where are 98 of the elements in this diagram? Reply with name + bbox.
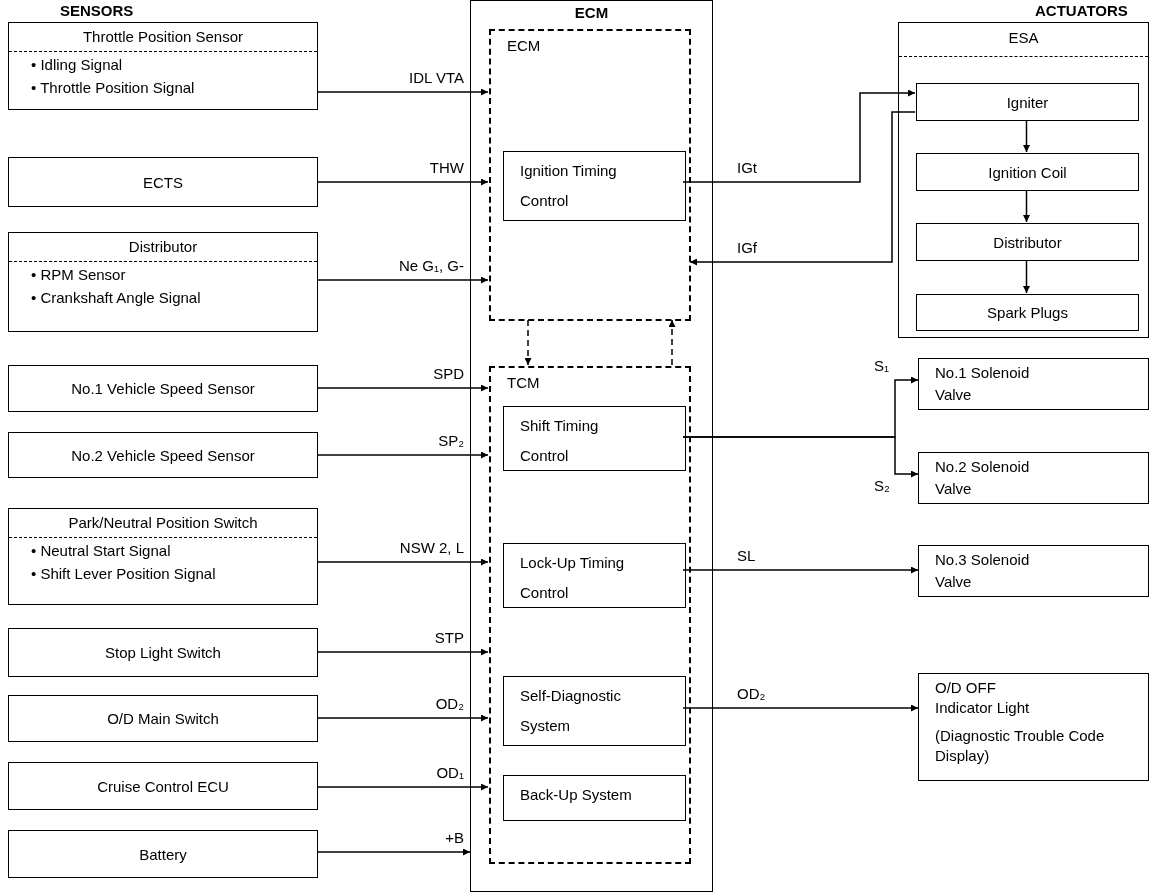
sensor-box [8, 695, 318, 742]
arrow [682, 436, 919, 478]
signal-label: IDL VTA [407, 70, 466, 86]
arrow [317, 88, 489, 96]
box-label: Self-Diagnostic System [519, 686, 622, 736]
group-title: TCM [507, 374, 540, 391]
arrow [317, 783, 489, 791]
arrow [317, 848, 471, 856]
box-title: Park/Neutral Position Switch [9, 509, 317, 538]
sensor-box [8, 830, 318, 878]
function-box [503, 775, 686, 821]
box-label: Spark Plugs [987, 304, 1068, 321]
box-label: No.1 Vehicle Speed Sensor [71, 380, 255, 397]
signal-label: THW [427, 160, 466, 176]
arrow [317, 276, 489, 284]
arrow [1023, 259, 1030, 294]
signal-label: IGf [735, 240, 759, 256]
component-box [916, 153, 1139, 191]
sensor-box [8, 22, 318, 110]
signal-label: OD₂ [433, 696, 466, 712]
box-label: (Diagnostic Trouble Code Display) [934, 726, 1105, 766]
box-title: ESA [899, 23, 1148, 57]
signal-label: SL [735, 548, 758, 564]
function-box [503, 406, 686, 471]
arrow [317, 648, 489, 656]
solenoid-box [918, 358, 1149, 410]
sensor-box [8, 432, 318, 478]
list-item: • RPM Sensor [30, 265, 127, 285]
module-frame [489, 29, 691, 321]
box-label: ECTS [143, 173, 183, 191]
list-item: • Idling Signal [30, 55, 124, 75]
arrow [1023, 119, 1030, 153]
box-label: Cruise Control ECU [97, 777, 229, 795]
signal-label: +B [443, 830, 466, 846]
function-box [503, 151, 686, 221]
dashed-arrow [668, 319, 676, 366]
actuator-group-box [898, 22, 1149, 338]
list-item: • Neutral Start Signal [30, 541, 172, 561]
box-label: No.1 Solenoid Valve [934, 363, 1031, 405]
box-title: ECM [573, 3, 610, 21]
component-box [916, 83, 1139, 121]
sensor-box [8, 365, 318, 412]
arrow [682, 89, 916, 183]
sensor-box [8, 762, 318, 810]
group-title: ECM [507, 37, 541, 54]
arrow [1023, 189, 1030, 223]
signal-label: S₁ [872, 358, 892, 374]
box-title: Throttle Position Sensor [9, 23, 317, 52]
signal-label: OD₁ [434, 765, 466, 781]
box-label: Ignition Coil [988, 163, 1067, 181]
solenoid-box [918, 452, 1149, 504]
dashed-arrow [524, 319, 532, 366]
arrow [317, 178, 489, 186]
signal-label: SPD [431, 366, 466, 382]
module-frame [489, 366, 691, 864]
component-box [916, 294, 1139, 331]
box-label: Back-Up System [519, 785, 633, 805]
arrow [317, 384, 489, 392]
column-heading: ACTUATORS [1035, 2, 1128, 19]
arrow [689, 111, 916, 266]
box-label: Battery [139, 845, 187, 863]
column-heading: SENSORS [60, 2, 134, 19]
box-label: Ignition Timing Control [519, 161, 618, 211]
signal-label: S₂ [872, 478, 892, 494]
control-unit-box [470, 0, 713, 892]
box-label: O/D OFF Indicator Light [934, 678, 1031, 718]
signal-label: NSW 2, L [397, 540, 466, 556]
box-label: Igniter [1006, 93, 1049, 111]
function-box [503, 543, 686, 608]
box-label: No.2 Vehicle Speed Sensor [71, 446, 255, 464]
sensor-box [8, 628, 318, 677]
solenoid-box [918, 545, 1149, 597]
component-box [916, 223, 1139, 261]
indicator-box [918, 673, 1149, 781]
list-item: • Throttle Position Signal [30, 78, 196, 98]
signal-label: SP₂ [436, 433, 466, 449]
box-label: No.3 Solenoid Valve [934, 550, 1031, 592]
list-item: • Crankshaft Angle Signal [30, 288, 202, 308]
signal-label: STP [432, 630, 466, 646]
arrow [317, 558, 489, 566]
box-title: Distributor [9, 233, 317, 262]
signal-label: OD₂ [735, 686, 768, 702]
arrow [682, 704, 919, 712]
arrow [317, 714, 489, 722]
arrow [317, 451, 489, 459]
sensor-box [8, 508, 318, 605]
box-label: Lock-Up Timing Control [519, 553, 626, 603]
sensor-box [8, 232, 318, 332]
box-label: No.2 Solenoid Valve [934, 457, 1031, 499]
arrow [682, 566, 919, 574]
box-label: Stop Light Switch [105, 644, 221, 661]
function-box [503, 676, 686, 746]
sensor-box [8, 157, 318, 207]
box-label: O/D Main Switch [107, 710, 219, 727]
signal-label: IGt [735, 160, 759, 176]
box-label: Distributor [993, 233, 1062, 251]
list-item: • Shift Lever Position Signal [30, 564, 217, 584]
box-label: Shift Timing Control [519, 416, 600, 466]
